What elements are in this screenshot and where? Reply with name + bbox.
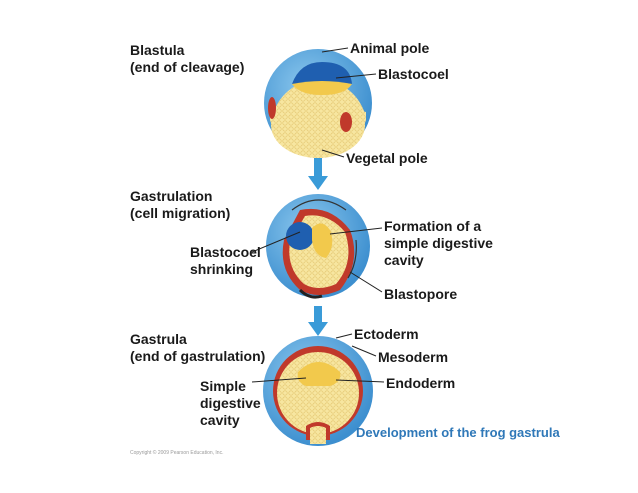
leader-lines (251, 47, 385, 383)
figure-caption: Development of the frog gastrula (356, 425, 560, 440)
label-formation-digestive-cavity: Formation of a simple digestive cavity (384, 218, 493, 268)
copyright-notice: Copyright © 2009 Pearson Education, Inc. (130, 450, 224, 456)
label-simple-digestive-cavity: Simple digestive cavity (200, 378, 261, 428)
label-animal-pole: Animal pole (350, 40, 430, 56)
gastrulation-embryo (266, 194, 370, 299)
label-ectoderm: Ectoderm (354, 326, 419, 342)
label-blastocoel-shrinking: Blastocoel shrinking (190, 244, 261, 277)
down-arrow-2 (308, 306, 328, 336)
label-mesoderm: Mesoderm (378, 349, 449, 365)
stage-title-gastrulation: Gastrulation (cell migration) (130, 188, 231, 221)
label-vegetal-pole: Vegetal pole (346, 150, 428, 166)
label-blastopore: Blastopore (384, 286, 458, 302)
down-arrow-1 (308, 158, 328, 190)
stage-title-blastula: Blastula (end of cleavage) (130, 42, 245, 75)
label-blastocoel: Blastocoel (378, 66, 449, 82)
stage-title-gastrula: Gastrula (end of gastrulation) (130, 331, 266, 364)
label-endoderm: Endoderm (386, 375, 456, 391)
blastula-embryo (264, 49, 372, 158)
gastrula-embryo (263, 336, 373, 446)
